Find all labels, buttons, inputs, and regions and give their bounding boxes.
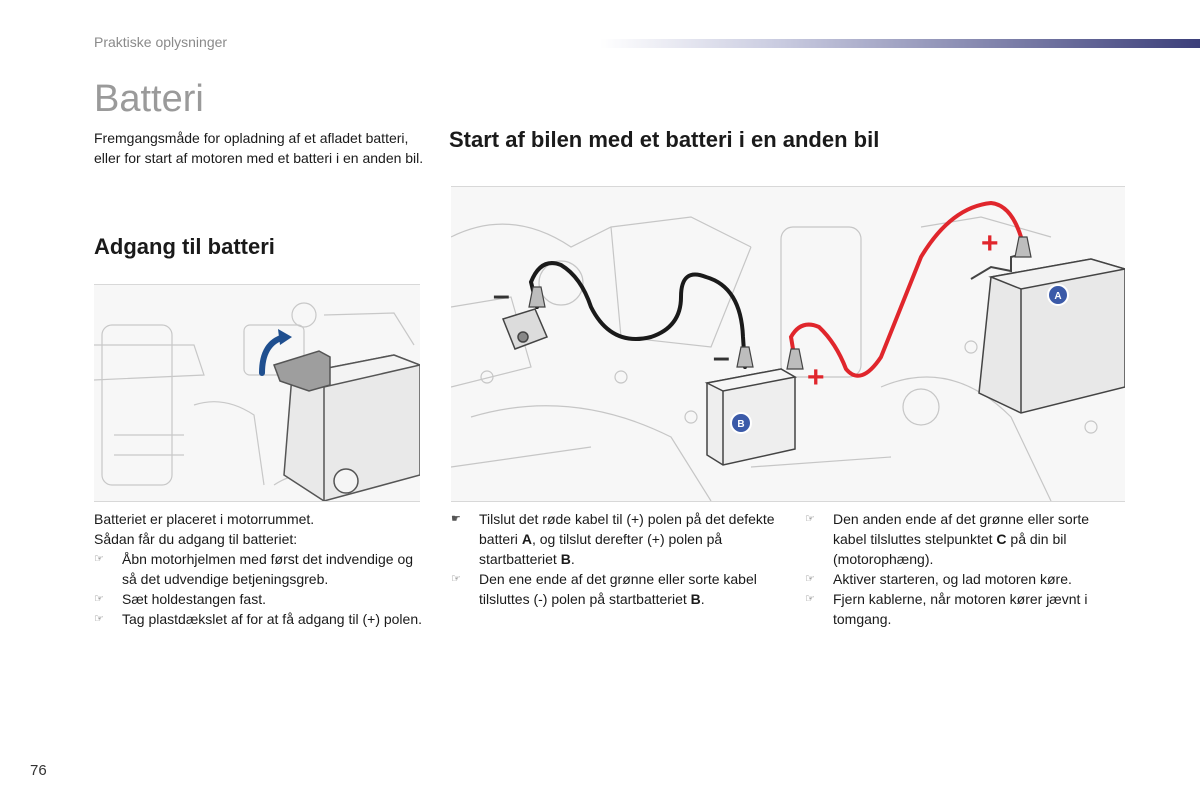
- pointing-hand-icon: ☛: [451, 513, 461, 525]
- black-cable: [528, 261, 747, 369]
- red-clamp-battery-b: [786, 348, 804, 370]
- access-steps: ☞Åbn motorhjelmen med først det indvendi…: [94, 549, 424, 629]
- jump-steps-part-2: ☞ Den anden ende af det grønne eller sor…: [805, 509, 1125, 629]
- access-lead-1: Batteriet er placeret i motorrummet.: [94, 511, 315, 527]
- battery-a-label: A: [1054, 291, 1061, 302]
- minus-sign-ground: –: [493, 279, 510, 312]
- pointing-hand-icon: ☞: [805, 593, 815, 605]
- page-number: 76: [30, 762, 47, 779]
- plus-sign-battery-a: +: [981, 227, 999, 260]
- pointing-hand-icon: ☞: [94, 613, 104, 625]
- pointing-hand-icon: ☞: [451, 573, 461, 585]
- heading-jump-start: Start af bilen med et batteri i en anden…: [449, 127, 880, 152]
- plus-sign-battery-b: +: [807, 361, 825, 394]
- list-item: ☞Åbn motorhjelmen med først det indvendi…: [94, 551, 414, 587]
- list-item: ☞ Aktiver starteren, og lad motoren køre…: [805, 571, 1072, 587]
- header-gradient-bar: [600, 39, 1200, 48]
- battery-access-drawing: [93, 302, 423, 502]
- list-item: ☞Sæt holdestangen fast.: [94, 591, 266, 607]
- pointing-hand-icon: ☞: [94, 593, 104, 605]
- black-clamp-ground: [528, 286, 546, 308]
- black-clamp-battery-b: [736, 346, 754, 368]
- battery-b: [704, 368, 798, 466]
- arrow-head-icon: [278, 329, 292, 345]
- jump-steps-part-1: ☛ Tilslut det røde kabel til (+) polen p…: [451, 509, 781, 609]
- list-item: ☞ Fjern kablerne, når motoren kører jævn…: [805, 591, 1088, 627]
- jump-start-illustration: A B – – + +: [450, 186, 1126, 502]
- battery-a-badge: [1047, 284, 1069, 306]
- battery-b-badge: [730, 412, 752, 434]
- intro-text: Fremgangsmåde for opladning af et aflade…: [94, 130, 424, 166]
- battery-b-label: B: [737, 419, 744, 430]
- battery-access-text: Batteriet er placeret i motorrummet. Såd…: [94, 509, 424, 629]
- pointing-hand-icon: ☞: [94, 553, 104, 565]
- minus-sign-battery-b: –: [713, 341, 730, 374]
- list-item: ☞ Den anden ende af det grønne eller sor…: [805, 511, 1090, 567]
- pointing-hand-icon: ☞: [805, 573, 815, 585]
- red-cable: [788, 200, 1023, 378]
- jump-start-drawing: A B – – + +: [450, 200, 1126, 502]
- page-title: Batteri: [94, 78, 204, 120]
- pointing-hand-icon: ☞: [805, 513, 815, 525]
- access-lead-2: Sådan får du adgang til batteriet:: [94, 531, 298, 547]
- battery-access-illustration: [93, 284, 423, 502]
- list-item: ☞ Den ene ende af det grønne eller sorte…: [451, 571, 757, 607]
- section-label: Praktiske oplysninger: [94, 34, 228, 50]
- ground-point: [502, 308, 548, 350]
- heading-battery-access: Adgang til batteri: [94, 234, 275, 259]
- red-clamp-battery-a: [1014, 236, 1032, 258]
- battery-a: [970, 252, 1126, 414]
- list-item: ☞Tag plastdækslet af for at få adgang ti…: [94, 611, 423, 627]
- list-item: ☛ Tilslut det røde kabel til (+) polen p…: [451, 511, 775, 567]
